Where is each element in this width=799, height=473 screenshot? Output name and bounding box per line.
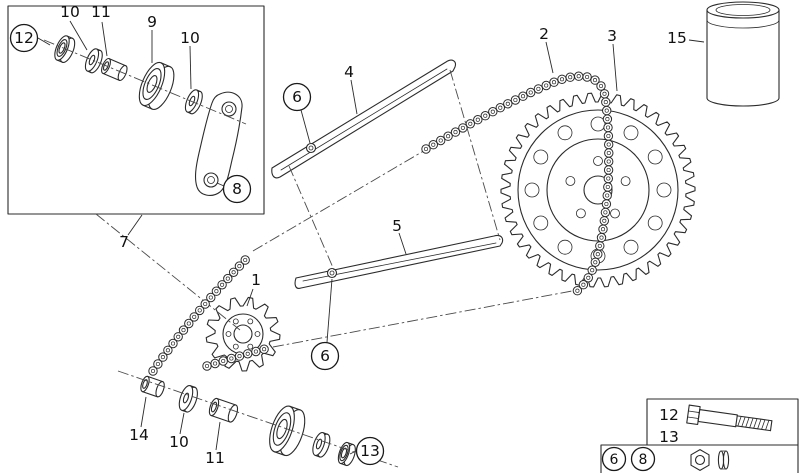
sleeve-14	[140, 375, 165, 398]
legend-label-13: 13	[659, 428, 679, 446]
washer-edge-icon	[717, 450, 730, 470]
callout-10-lower: 10	[169, 433, 189, 451]
callout-2: 2	[539, 25, 549, 43]
chain-guide-rail-upper	[271, 59, 456, 179]
callout-7: 7	[119, 233, 129, 251]
callout-9: 9	[147, 13, 157, 31]
chain-links	[148, 255, 250, 376]
chain-guide-rail-lower	[294, 234, 504, 289]
legend-label-8: 8	[639, 452, 648, 468]
callout-11-upper: 11	[91, 3, 111, 21]
callout-13: 13	[360, 442, 380, 460]
centerlines	[43, 39, 573, 468]
drive-chain	[148, 71, 614, 376]
nut-icon	[690, 449, 710, 471]
callout-4: 4	[344, 63, 354, 81]
callout-1: 1	[251, 271, 261, 289]
mounting-bracket-8	[194, 91, 243, 196]
tensioner-inset-box	[7, 5, 265, 215]
ball-bearing-13	[337, 441, 356, 467]
tension-roller-9	[138, 61, 175, 110]
callout-circle-6-lower	[310, 341, 340, 371]
spacer-sleeve-11-upper	[101, 57, 128, 82]
washer-lower-b	[312, 431, 331, 458]
callout-circle-13	[355, 436, 385, 466]
callout-circle-12	[9, 23, 39, 53]
callouts: 12 10 11 9 10 8 7 6 4 2 3 15 5 6 1 14 10…	[9, 3, 687, 472]
callout-10-upper: 10	[60, 3, 80, 21]
callout-14: 14	[129, 426, 149, 444]
leader-lines	[37, 20, 705, 455]
washer-10-upper-b	[184, 89, 203, 115]
chain-links	[202, 344, 269, 371]
legend-circle-8	[630, 446, 656, 472]
callout-6-lower: 6	[320, 347, 330, 365]
callout-12: 12	[14, 29, 34, 47]
legend-box-bolt	[646, 398, 799, 446]
callout-15: 15	[667, 29, 687, 47]
callout-8: 8	[232, 180, 242, 198]
ball-bearing-12	[54, 35, 76, 64]
chain-links	[421, 71, 614, 296]
tension-roller-lower	[269, 405, 306, 457]
callout-3: 3	[607, 27, 617, 45]
legend-circle-6	[601, 446, 627, 472]
bolt-icon	[686, 404, 773, 432]
legend-label-12: 12	[659, 406, 679, 424]
rear-sprocket	[500, 92, 696, 288]
spacer-sleeve-11-lower	[208, 397, 239, 423]
callout-6-upper: 6	[292, 88, 302, 106]
callout-5: 5	[392, 217, 402, 235]
callout-circle-8	[222, 174, 252, 204]
callout-circle-6-upper	[282, 82, 312, 112]
callout-10-upper-b: 10	[180, 29, 200, 47]
legend-label-6: 6	[610, 452, 619, 468]
callout-11-lower: 11	[205, 449, 225, 467]
grease-tube	[706, 1, 780, 107]
washer-10-lower	[178, 385, 198, 413]
